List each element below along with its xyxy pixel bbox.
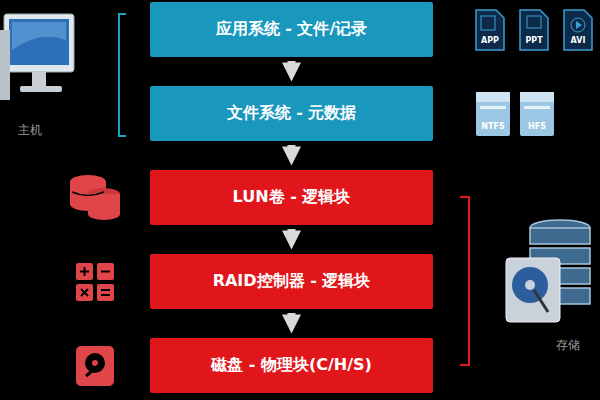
storage-bracket [460, 197, 469, 365]
host-label: 主机 [10, 122, 50, 139]
host-bracket [119, 14, 126, 136]
filesystem-label: HFS [520, 122, 554, 131]
file-type-label: APP [476, 36, 504, 45]
layer-box: LUN卷 - 逻辑块 [150, 170, 433, 225]
host-computer-icon [0, 14, 74, 100]
file-icons [476, 10, 592, 50]
layer-title: 应用系统 - 文件/记录 [216, 19, 368, 40]
storage-label: 存储 [548, 337, 588, 354]
layer-box: RAID控制器 - 逻辑块 [150, 254, 433, 309]
layer-title: RAID控制器 - 逻辑块 [213, 271, 371, 292]
down-arrow [288, 61, 296, 72]
database-icon [70, 175, 120, 220]
disk-icon [76, 346, 114, 386]
file-type-label: PPT [520, 36, 548, 45]
storage-illustration [506, 220, 590, 322]
layer-box: 应用系统 - 文件/记录 [150, 2, 433, 57]
layer-box: 磁盘 - 物理块(C/H/S) [150, 338, 433, 393]
layer-title: 文件系统 - 元数据 [227, 103, 357, 124]
layer-box: 文件系统 - 元数据 [150, 86, 433, 141]
layer-title: 磁盘 - 物理块(C/H/S) [211, 355, 372, 376]
filesystem-label: NTFS [476, 122, 510, 131]
down-arrow [288, 229, 296, 240]
down-arrow [288, 313, 296, 324]
calculator-icon [76, 263, 114, 301]
file-type-label: AVI [564, 36, 592, 45]
filesystem-icons [476, 92, 554, 136]
down-arrow [288, 145, 296, 156]
layer-title: LUN卷 - 逻辑块 [233, 187, 351, 208]
